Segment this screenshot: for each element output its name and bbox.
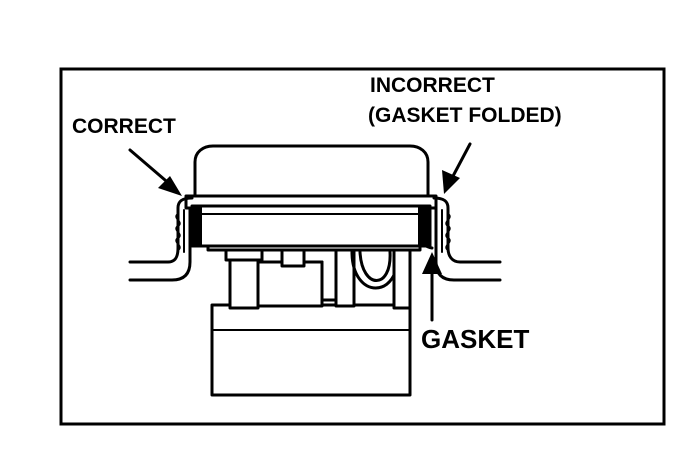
cover-flange <box>184 194 438 248</box>
arrow-correct <box>128 148 182 196</box>
left-housing-wall <box>128 196 194 282</box>
label-incorrect-line1: INCORRECT <box>370 74 495 97</box>
right-gasket-folded <box>445 213 451 251</box>
left-gasket-correct <box>175 213 181 251</box>
label-correct: CORRECT <box>72 115 176 138</box>
cover-dome <box>193 144 430 200</box>
label-gasket: GASKET <box>421 324 529 354</box>
arrow-gasket <box>422 252 442 322</box>
label-incorrect-line2: (GASKET FOLDED) <box>368 104 562 127</box>
arrow-incorrect <box>442 142 472 194</box>
base-block <box>210 303 412 397</box>
